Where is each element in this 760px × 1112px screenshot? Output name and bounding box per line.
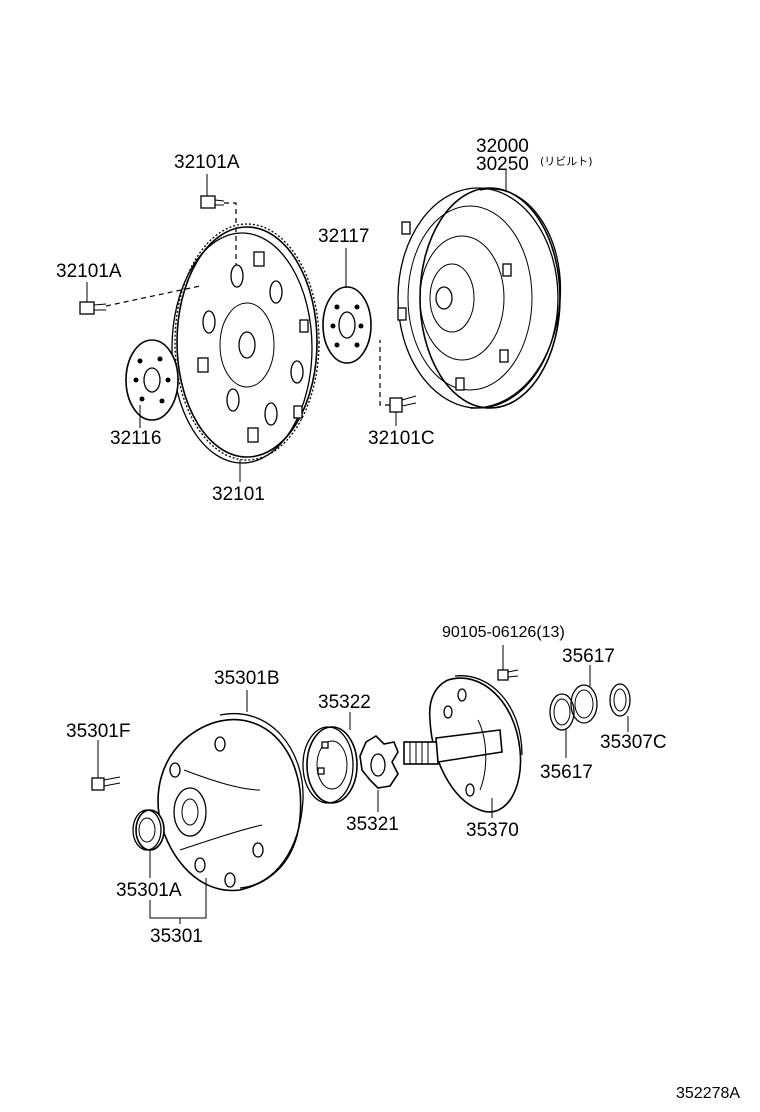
- stator-shaft[interactable]: [403, 675, 523, 813]
- label-drive-gear: 35321: [346, 814, 399, 835]
- label-pump-body: 35301B: [214, 668, 280, 689]
- label-ring-right: 35307C: [600, 732, 667, 753]
- label-spacer-right: 32117: [318, 226, 369, 247]
- label-torque-converter-rebuilt: 30250: [476, 154, 529, 175]
- assembly-bracket: [149, 878, 207, 919]
- oil-seal[interactable]: [132, 809, 165, 851]
- label-bolt-right: 32101C: [368, 428, 435, 449]
- label-torque-converter: 32000: [476, 136, 529, 157]
- label-pump-assembly: 35301: [150, 926, 203, 947]
- seal-ring-outer[interactable]: [570, 684, 598, 724]
- label-rebuilt-note: (リビルト): [540, 155, 593, 168]
- seal-ring-small[interactable]: [609, 683, 631, 717]
- label-oil-seal: 35301A: [116, 880, 182, 901]
- label-ring-top: 35617: [562, 646, 615, 667]
- bolt-top[interactable]: [200, 195, 225, 209]
- oil-pump-body[interactable]: [157, 712, 304, 892]
- label-bolt-pump: 35301F: [66, 721, 130, 742]
- bolt-stator[interactable]: [497, 669, 519, 681]
- flywheel[interactable]: [171, 223, 320, 464]
- spacer-plate-left[interactable]: [125, 339, 179, 421]
- label-ring-bottom: 35617: [540, 762, 593, 783]
- torque-converter[interactable]: [397, 187, 562, 409]
- bolt-right[interactable]: [389, 395, 417, 413]
- drive-gear[interactable]: [359, 734, 399, 789]
- bolt-left[interactable]: [79, 301, 107, 315]
- reference-code: 352278A: [676, 1085, 740, 1102]
- label-spacer-left: 32116: [110, 428, 161, 449]
- label-stator-shaft: 35370: [466, 820, 519, 841]
- label-bolt-left: 32101A: [56, 261, 122, 282]
- seal-ring-inner[interactable]: [549, 693, 575, 731]
- label-driven-gear: 35322: [318, 692, 371, 713]
- driven-gear[interactable]: [302, 726, 358, 804]
- label-bolt-qty: 90105-06126(13): [442, 624, 565, 641]
- label-bolt-top: 32101A: [174, 152, 240, 173]
- spacer-plate-right[interactable]: [322, 286, 372, 364]
- bolt-pump[interactable]: [91, 776, 121, 791]
- label-flywheel: 32101: [212, 484, 265, 505]
